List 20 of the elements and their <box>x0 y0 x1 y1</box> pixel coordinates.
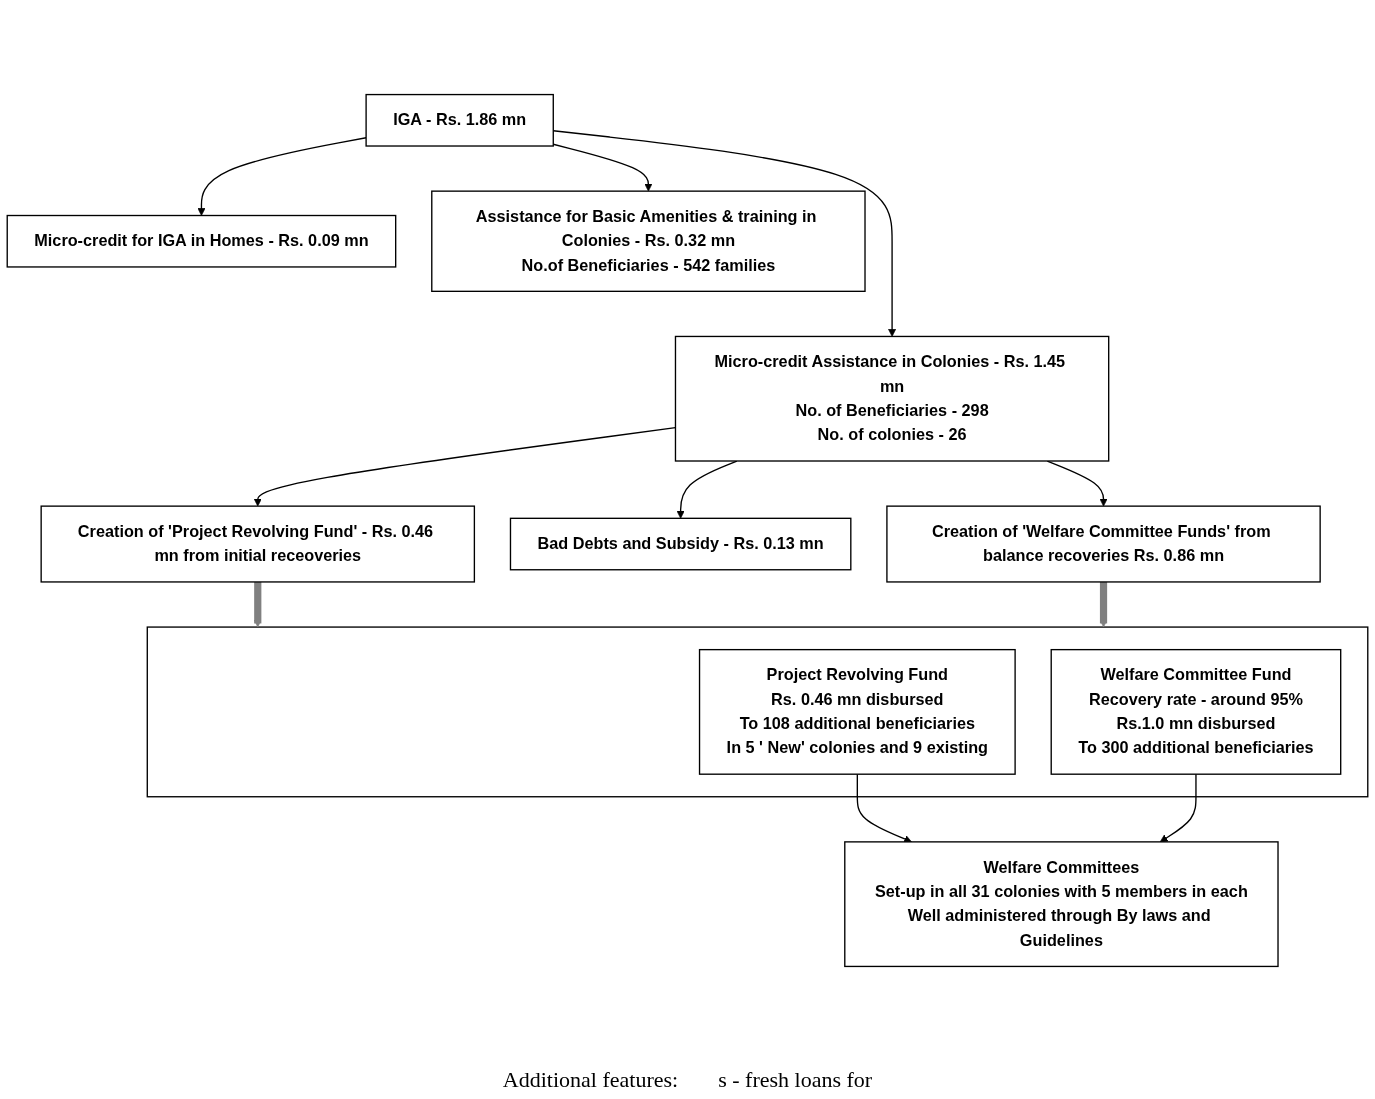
arrow <box>253 581 262 628</box>
arrow <box>552 143 653 192</box>
cluster <box>146 626 1369 798</box>
node-box: Assistance for Basic Amenities & training in Colonies - Rs. 0.32 mn No.of Beneficiaries - 542 families <box>431 190 866 292</box>
note-text: s - fresh loans for <box>718 1067 873 1093</box>
node-box: Creation of 'Project Revolving Fund' - Rs. 0.46 mn from initial receoveries <box>40 505 476 583</box>
node-box: Micro-credit for IGA in Homes - Rs. 0.09 mn <box>6 214 397 268</box>
arrow <box>1159 773 1197 843</box>
arrow <box>552 130 897 337</box>
node-box: IGA - Rs. 1.86 mn <box>365 93 554 147</box>
arrow <box>1099 581 1108 628</box>
node-box: Welfare Committees Set-up in all 31 colonies with 5 members in each Well administered through By laws and Guidelines <box>844 841 1279 968</box>
node-box: Welfare Committee Fund Recovery rate - around 95% Rs.1.0 mn disbursed To 300 additional beneficiaries <box>1050 648 1342 775</box>
note-text: Additional features: <box>502 1067 679 1093</box>
arrow <box>197 137 367 216</box>
node-box: Micro-credit Assistance in Colonies - Rs. 1.45 mn No. of Beneficiaries - 298 No. of colonies - 26 <box>674 335 1110 462</box>
node-box: Creation of 'Welfare Committee Funds' from balance recoveries Rs. 0.86 mn <box>886 505 1321 583</box>
arrow <box>856 773 912 843</box>
node-box: Project Revolving Fund Rs. 0.46 mn disbursed To 108 additional beneficiaries In 5 ' New' colonies and 9 existing <box>698 648 1016 775</box>
node-box: Bad Debts and Subsidy - Rs. 0.13 mn <box>509 517 852 571</box>
